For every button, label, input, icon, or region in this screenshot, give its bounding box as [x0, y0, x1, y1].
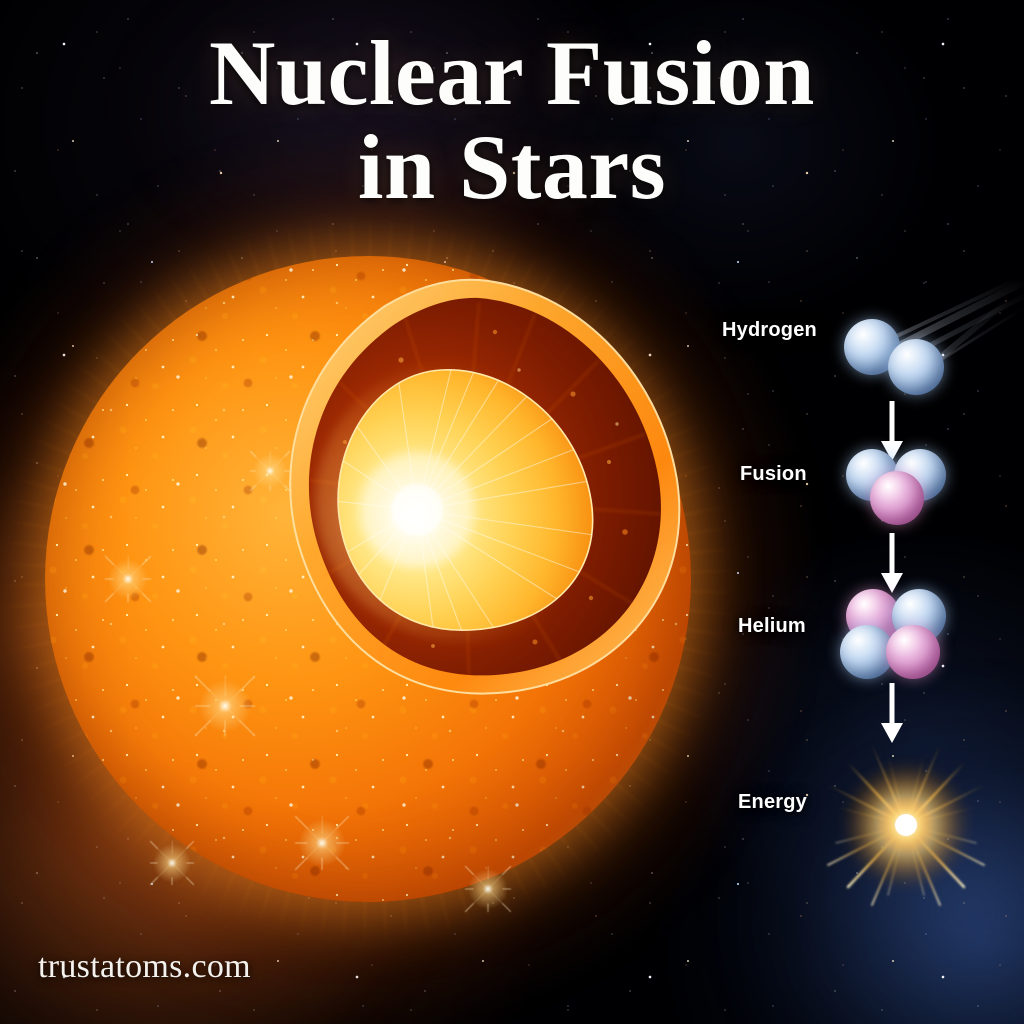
page-title: Nuclear Fusion in Stars	[0, 22, 1024, 219]
site-watermark: trustatoms.com	[38, 948, 251, 985]
title-line-2: in Stars	[357, 116, 667, 219]
sun-cutaway-wedge	[273, 274, 693, 704]
stage-label-energy: Energy	[738, 791, 808, 813]
sun-illustration	[0, 106, 841, 1024]
arrow-fusion-to-helium	[881, 533, 903, 593]
stage-label-helium: Helium	[738, 615, 806, 637]
fusion-reaction-chain: Hydrogen Fusion	[700, 277, 1024, 919]
stage-label-hydrogen: Hydrogen	[722, 319, 817, 341]
helium-proton-bottom-right	[886, 625, 940, 679]
hydrogen-atom-2	[888, 339, 944, 395]
fusion-proton-center	[870, 471, 924, 525]
title-line-1: Nuclear Fusion	[209, 22, 815, 124]
stage-label-fusion: Fusion	[740, 463, 807, 485]
energy-starburst-icon	[808, 731, 1004, 919]
cutaway-svg	[289, 278, 681, 695]
